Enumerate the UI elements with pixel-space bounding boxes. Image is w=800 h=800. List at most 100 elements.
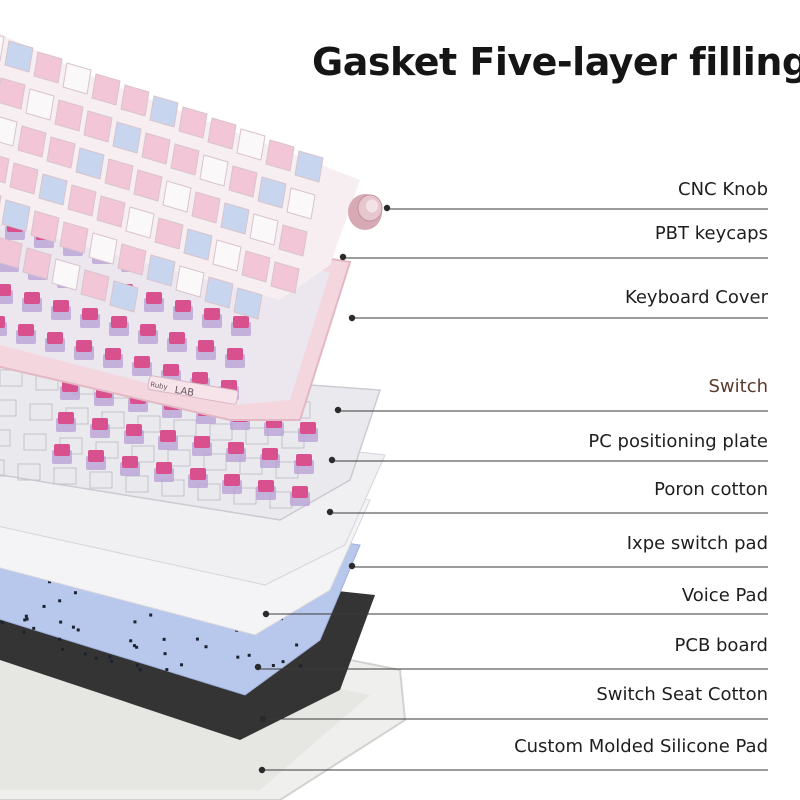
pcb-component xyxy=(58,637,62,641)
pcb-component xyxy=(271,663,275,667)
switch-stem xyxy=(76,340,92,352)
pcb-component xyxy=(108,655,112,659)
keycap xyxy=(249,213,279,246)
switch-stem xyxy=(190,468,206,480)
plate-hole xyxy=(0,459,5,477)
plate-hole xyxy=(89,471,113,489)
switch-stem xyxy=(198,340,214,352)
keycap xyxy=(104,158,134,191)
keycap xyxy=(30,210,60,243)
label-pcb-board: PCB board xyxy=(674,635,768,656)
keycap xyxy=(212,239,242,272)
label-switch-seat-cotton: Switch Seat Cotton xyxy=(596,684,768,705)
keycap xyxy=(0,116,18,147)
keycap xyxy=(228,165,258,198)
keycap xyxy=(133,169,163,202)
plate-hole xyxy=(29,403,53,421)
switch-stem xyxy=(82,308,98,320)
switch-stem xyxy=(227,348,243,360)
switch-stem xyxy=(160,430,176,442)
keycap xyxy=(1,199,31,232)
pcb-component xyxy=(83,652,87,656)
pcb-component xyxy=(23,618,27,622)
keycap xyxy=(62,62,92,95)
plate-hole xyxy=(0,399,17,417)
keycap xyxy=(199,154,229,187)
switch-stem xyxy=(0,316,5,328)
pcb-component xyxy=(247,653,251,657)
pcb-component xyxy=(149,613,153,617)
keycap xyxy=(91,73,121,106)
switch-stem xyxy=(192,372,208,384)
keycap xyxy=(120,84,150,117)
switch-stem xyxy=(58,412,74,424)
leader-dot xyxy=(334,406,342,414)
pcb-component xyxy=(73,591,77,595)
pcb-component xyxy=(24,614,28,618)
plate-hole xyxy=(17,463,41,481)
leader-lines xyxy=(254,204,768,774)
pcb-component xyxy=(195,637,199,641)
brand-plate xyxy=(147,375,239,405)
label-ixpe-switch-pad: Ixpe switch pad xyxy=(626,533,768,554)
switch-stem xyxy=(18,324,34,336)
pcb-component xyxy=(132,644,136,648)
switch-stem xyxy=(146,292,162,304)
keycap xyxy=(265,139,295,172)
pcb-component xyxy=(180,663,184,667)
keycap xyxy=(146,254,176,287)
switch-stem xyxy=(0,284,11,296)
keycap xyxy=(0,155,10,184)
keycap xyxy=(257,176,287,209)
keycap xyxy=(33,51,63,84)
pcb-component xyxy=(162,637,166,641)
switch-stem xyxy=(262,448,278,460)
pcb-component xyxy=(135,663,139,667)
keycap xyxy=(59,221,89,254)
pcb-component xyxy=(58,599,62,603)
keycap xyxy=(0,35,5,62)
pcb-component xyxy=(135,645,139,649)
pcb-component xyxy=(129,639,133,643)
keycap xyxy=(46,136,76,169)
label-voice-pad: Voice Pad xyxy=(681,585,768,606)
keycap xyxy=(141,132,171,165)
switch-stem xyxy=(194,436,210,448)
page-title: Gasket Five-layer filling xyxy=(312,40,800,84)
keycap xyxy=(9,162,39,195)
keycap xyxy=(270,261,300,294)
pcb-component xyxy=(94,656,98,660)
keycap xyxy=(67,184,97,217)
keycaps xyxy=(0,35,324,320)
label-keyboard-cover: Keyboard Cover xyxy=(624,287,768,308)
switch-stem xyxy=(258,480,274,492)
keycap xyxy=(204,276,234,309)
keycap xyxy=(0,237,23,269)
leader-dot xyxy=(339,253,347,261)
pcb-component xyxy=(71,625,75,629)
pcb-component xyxy=(163,652,167,656)
pcb-component xyxy=(59,620,63,624)
leader-dot xyxy=(348,314,356,322)
pcb-component xyxy=(138,668,142,672)
keycap xyxy=(80,269,110,302)
keycap xyxy=(149,95,179,128)
pcb-component xyxy=(32,626,36,630)
keycap xyxy=(117,243,147,276)
keycap xyxy=(112,121,142,154)
keycap xyxy=(191,191,221,224)
keycap xyxy=(51,258,81,291)
keycap xyxy=(241,250,271,283)
pcb-component xyxy=(22,630,26,634)
badge-label: Ruby xyxy=(150,381,169,392)
pcb-component xyxy=(133,620,137,624)
keycap xyxy=(278,224,308,257)
keycap xyxy=(54,99,84,132)
keycap xyxy=(109,280,139,313)
pcb-component xyxy=(0,620,4,624)
plate-hole xyxy=(131,445,155,463)
pcb-component xyxy=(236,655,240,659)
switch-stem xyxy=(111,316,127,328)
brand-label: LAB xyxy=(174,385,195,399)
